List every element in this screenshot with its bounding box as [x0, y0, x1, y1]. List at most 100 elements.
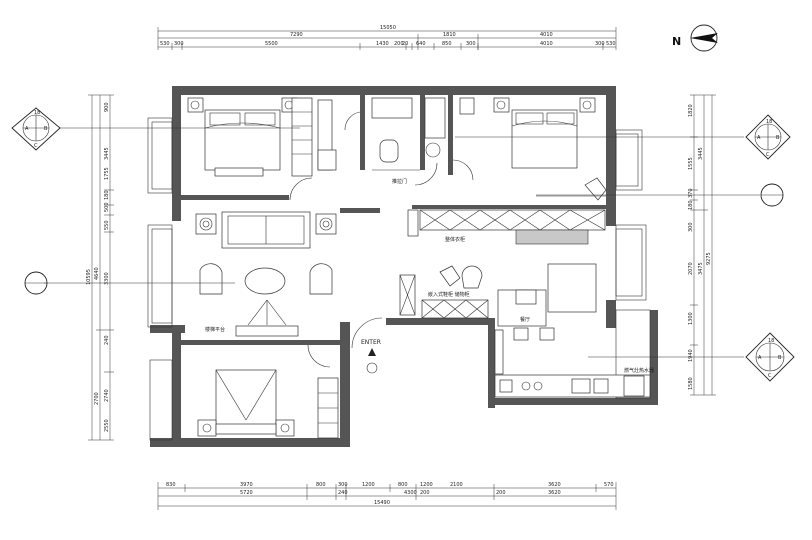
dim-left-seg-9: 2740 — [104, 389, 110, 402]
dim-top-low-3: 5500 — [265, 41, 278, 47]
dim-left-seg-6: 550 — [104, 220, 110, 230]
dim-left-seg-10: 2550 — [104, 419, 110, 432]
label-enter: ENTER — [361, 339, 381, 346]
marker-left-c: C — [34, 143, 38, 149]
marker-left-top: 18 — [34, 110, 40, 116]
dim-bottom-top-4: 300 — [338, 482, 348, 488]
marker-rb-b: B — [778, 355, 782, 361]
dim-top-mid-3: 4010 — [540, 32, 553, 38]
right-dimensions: 9275 3445 3475 1820 1555 370 180 300 207… — [688, 94, 716, 396]
windows — [147, 117, 651, 441]
dim-right-seg-7: 1300 — [688, 312, 694, 325]
dining-entry: 餐厅 嵌入式鞋柜 储物柜 ENTER — [351, 263, 597, 374]
marker-right-top: 18 — [766, 119, 772, 125]
north-label: N — [672, 35, 681, 48]
label-bathroom-door: 推拉门 — [392, 178, 407, 185]
dim-left-seg-5: 500 — [104, 202, 110, 212]
label-entry-cabinet: 嵌入式鞋柜 储物柜 — [428, 291, 470, 298]
marker-right-a: A — [757, 135, 761, 141]
dim-top-low-9: 300 — [466, 41, 476, 47]
dim-top-low-11: 300 — [595, 41, 605, 47]
dim-left-inner-2: 2700 — [94, 392, 100, 405]
label-stair: 楼梯平台 — [205, 326, 225, 333]
dim-top-mid-1: 7290 — [290, 32, 303, 38]
axis-marker-left: 18 A B C — [11, 107, 61, 151]
dim-right-seg-2: 1555 — [688, 157, 694, 170]
dim-bottom-top-7: 1200 — [420, 482, 433, 488]
dim-right-seg-1: 1820 — [688, 104, 694, 117]
dim-top-low-7: 640 — [416, 41, 426, 47]
north-arrow-icon — [690, 33, 718, 43]
dim-top-low-10: 4010 — [540, 41, 553, 47]
axis-marker-left-mid — [24, 271, 48, 295]
dim-bottom-top-10: 570 — [604, 482, 614, 488]
dim-right-seg-4: 180 — [688, 200, 694, 210]
dim-right-seg-5: 300 — [688, 222, 694, 232]
dim-left-seg-3: 1755 — [104, 167, 110, 180]
dim-top-total: 15050 — [380, 25, 396, 31]
second-bedroom — [493, 97, 607, 201]
wardrobe-left — [291, 97, 313, 177]
marker-left-a: A — [25, 126, 29, 132]
dim-top-low-12: 530 — [606, 41, 616, 47]
master-bedroom — [187, 97, 313, 201]
dim-left-seg-8: 240 — [104, 335, 110, 345]
dim-top-low-1: 530 — [160, 41, 170, 47]
dim-bottom-top-6: 800 — [398, 482, 408, 488]
left-dimensions: 10595 4640 2700 900 3445 1755 180 500 55… — [86, 94, 114, 441]
north-arrow: N — [672, 24, 718, 52]
living-room: 楼梯平台 — [195, 211, 337, 337]
dim-bottom-top-5: 1200 — [362, 482, 375, 488]
bottom-dimensions: 830 3970 800 300 1200 800 1200 2100 3620… — [157, 482, 617, 510]
axis-marker-right-bottom: 18 A B C — [745, 332, 795, 382]
bed-right — [511, 109, 578, 169]
dim-left-inner-1: 4640 — [94, 267, 100, 280]
dim-bottom-mid-3: 4300 — [404, 490, 417, 496]
dim-left-outer: 10595 — [86, 269, 92, 285]
dim-left-seg-1: 900 — [104, 102, 110, 112]
label-dining: 餐厅 — [520, 316, 530, 323]
bathroom: 推拉门 — [317, 97, 475, 186]
marker-rb-c: C — [768, 373, 772, 379]
bed — [204, 109, 281, 171]
dim-right-seg-6: 2070 — [688, 262, 694, 275]
label-wardrobe: 整体衣柜 — [445, 236, 465, 243]
marker-right-b: B — [776, 135, 780, 141]
label-kitchen: 燃气灶热水器 — [624, 367, 654, 374]
dining-table-square — [547, 263, 597, 313]
marker-rb-top: 18 — [768, 338, 774, 344]
dim-top-low-2: 300 — [174, 41, 184, 47]
dim-top-mid-2: 1810 — [443, 32, 456, 38]
dining-table — [244, 267, 286, 295]
walls — [150, 86, 658, 447]
axis-lines — [44, 127, 760, 358]
top-dimensions: 15050 7290 1810 4010 530 300 5500 1430 2… — [157, 25, 617, 50]
third-bedroom — [197, 344, 339, 439]
enter-arrow-icon — [368, 348, 376, 356]
bed-bottom — [215, 369, 277, 426]
dim-top-low-4: 1430 — [376, 41, 389, 47]
dim-left-seg-2: 3445 — [104, 147, 110, 160]
dim-bottom-top-1: 830 — [166, 482, 176, 488]
dim-bottom-mid-1: 5720 — [240, 490, 253, 496]
dim-bottom-mid-2: 240 — [338, 490, 348, 496]
axis-marker-right-top: 18 A B C — [745, 114, 791, 160]
dim-right-outer: 9275 — [706, 252, 712, 265]
dim-bottom-total: 15490 — [374, 500, 390, 506]
dim-right-inner-2: 3475 — [698, 262, 704, 275]
dim-bottom-mid-small-1: 200 — [420, 490, 430, 496]
dim-bottom-top-8: 2100 — [450, 482, 463, 488]
axis-marker-right-mid — [760, 183, 784, 207]
dim-right-seg-8: 1940 — [688, 349, 694, 362]
dim-bottom-top-2: 3970 — [240, 482, 253, 488]
marker-rb-a: A — [758, 355, 762, 361]
tv-cabinet — [235, 325, 299, 337]
wardrobe-row: 整体衣柜 — [407, 209, 606, 245]
dim-left-seg-7: 3300 — [104, 272, 110, 285]
dim-top-low-5: 200 — [394, 41, 404, 47]
marker-right-c: C — [766, 152, 770, 158]
dim-bottom-top-3: 800 — [316, 482, 326, 488]
dim-bottom-mid-4: 3620 — [548, 490, 561, 496]
marker-left-b: B — [44, 126, 48, 132]
